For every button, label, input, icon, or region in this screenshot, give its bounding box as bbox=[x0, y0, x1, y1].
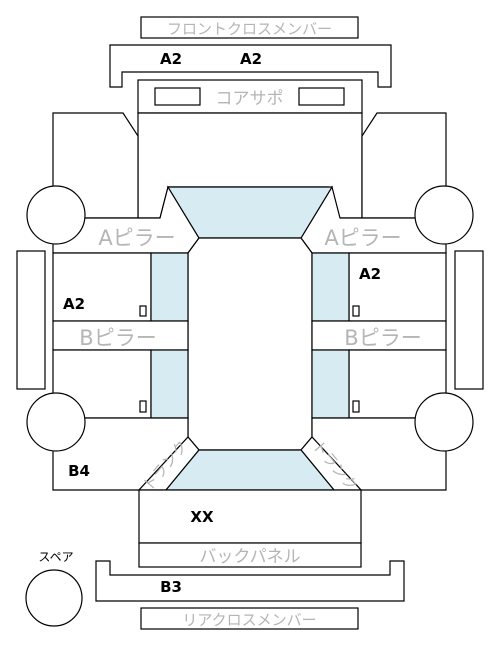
right-front-handle bbox=[352, 305, 360, 317]
core-support-label: コアサポ bbox=[216, 89, 284, 109]
left-rear-window[interactable] bbox=[150, 349, 189, 419]
left-front-window[interactable] bbox=[150, 252, 189, 322]
left-b-pillar[interactable] bbox=[52, 320, 189, 351]
right-headlight-mount bbox=[298, 87, 345, 106]
back-panel[interactable] bbox=[138, 542, 362, 568]
left-a-pillar-label: Aピラー bbox=[98, 226, 175, 250]
spare-tire[interactable] bbox=[25, 569, 83, 627]
left-b-pillar-label: Bピラー bbox=[79, 326, 156, 350]
left-front-handle bbox=[139, 305, 147, 317]
left-front-door[interactable] bbox=[52, 252, 152, 322]
front-cross-member-box[interactable] bbox=[140, 16, 359, 39]
right-b-pillar-label: Bピラー bbox=[344, 326, 421, 350]
front-cross-member-label: フロントクロスメンバー bbox=[167, 20, 332, 38]
front-left-wheel[interactable] bbox=[26, 185, 86, 245]
front-cross-right-grade: A2 bbox=[240, 50, 262, 68]
right-front-door-grade: A2 bbox=[359, 265, 381, 283]
left-rear-quarter-grade: B4 bbox=[68, 462, 90, 480]
left-rear-handle bbox=[139, 400, 147, 413]
rear-left-wheel[interactable] bbox=[26, 392, 86, 452]
rear-right-wheel[interactable] bbox=[414, 392, 474, 452]
left-side-sill[interactable] bbox=[16, 250, 46, 390]
right-front-door[interactable] bbox=[348, 252, 447, 322]
left-headlight-mount bbox=[154, 87, 201, 106]
rear-cross-member-box[interactable] bbox=[140, 607, 359, 630]
front-right-wheel[interactable] bbox=[414, 185, 474, 245]
right-front-window[interactable] bbox=[311, 252, 350, 322]
right-b-pillar[interactable] bbox=[311, 320, 447, 351]
right-side-sill[interactable] bbox=[454, 250, 484, 390]
left-front-door-grade: A2 bbox=[63, 295, 85, 313]
rear-cross-member-label: リアクロスメンバー bbox=[182, 611, 316, 629]
rear-bracket[interactable] bbox=[95, 560, 405, 602]
right-rear-handle bbox=[352, 400, 360, 413]
radiator-bracket[interactable] bbox=[109, 44, 392, 88]
front-cross-left-grade: A2 bbox=[160, 50, 182, 68]
back-panel-label: バックパネル bbox=[199, 547, 300, 567]
right-rear-window[interactable] bbox=[311, 349, 350, 419]
roof-panel[interactable] bbox=[187, 237, 313, 451]
rear-cross-grade: B3 bbox=[160, 578, 182, 596]
trunk-lid[interactable] bbox=[138, 489, 362, 544]
right-a-pillar-label: Aピラー bbox=[324, 226, 401, 250]
trunk-grade: XX bbox=[190, 508, 214, 526]
spare-label: スペア bbox=[38, 550, 73, 564]
